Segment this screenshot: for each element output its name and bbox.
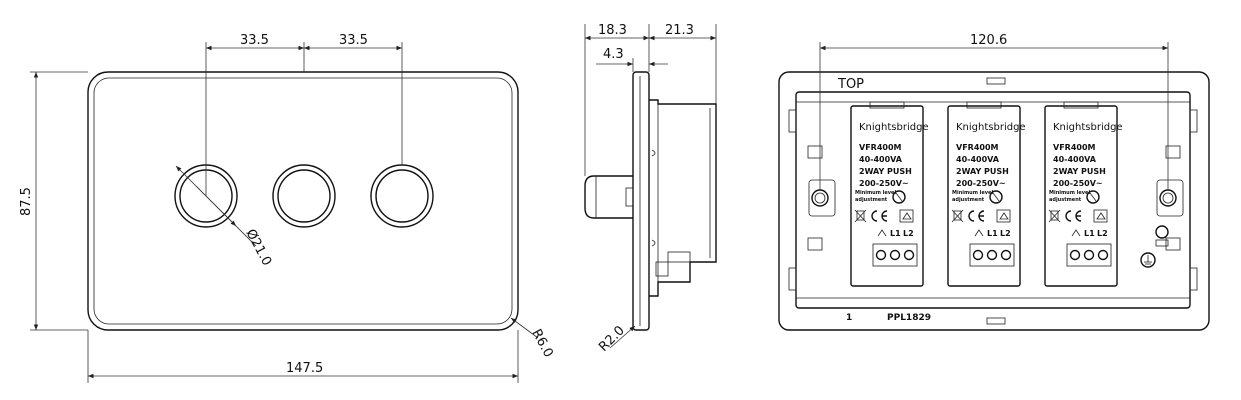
module-2-adjust-line1: Minimum level [952,190,993,196]
module-3-terminal-l1: L1 [1084,229,1095,238]
module-3-warning-icon [1093,209,1108,223]
module-2-adjust-line2: adjustment [952,197,985,203]
module-2-rating: 40-400VA [956,155,1000,164]
side-knob [584,175,633,219]
dim-plate-offset: 4.3 [603,47,624,62]
front-plate-inner [93,77,513,325]
position-number: 1 [846,313,852,323]
module-3-model: VFR400M [1053,143,1096,152]
dim-height: 87.5 [19,187,34,216]
dim-depth-front: 18.3 [598,23,627,38]
front-view: 33.5 33.5 87.5 147.5 Ø21.0 R6.0 [19,33,556,383]
module-3-adjust-pot [1086,190,1100,204]
earth-terminal [1140,225,1169,268]
module-3-bin-icon [1048,209,1061,223]
knob-2 [272,164,336,228]
module-2-adjust-pot [989,190,1003,204]
rear-frame [795,91,1191,309]
dim-fixing-centres: 120.6 [970,33,1007,48]
module-1-bin-icon [854,209,867,223]
rear-view: 120.6 TOP 1 PPL1829 Knightsbridge VFR400… [778,33,1210,331]
dim-pitch-right: 33.5 [339,33,368,48]
module-2-brand: Knightsbridge [956,122,1026,133]
module-1-terminal-l1: L1 [890,229,901,238]
module-3-ce-icon [1065,210,1082,222]
front-plate-outer [87,71,519,331]
module-1-adjust-line1: Minimum level [855,190,896,196]
module-1-voltage: 200-250V~ [859,179,909,188]
module-1-model: VFR400M [859,143,902,152]
side-view: 18.3 21.3 4.3 R2.0 [584,23,717,355]
module-1-warning-icon [899,209,914,223]
module-3-type: 2WAY PUSH [1053,167,1106,176]
module-3-voltage: 200-250V~ [1053,179,1103,188]
module-2-terminal-l1: L1 [987,229,998,238]
module-1-adjust-line2: adjustment [855,197,888,203]
dim-corner-radius: R6.0 [528,327,555,360]
dim-edge-radius: R2.0 [596,323,628,355]
module-1-type: 2WAY PUSH [859,167,912,176]
module-3-adjust-line2: adjustment [1049,197,1082,203]
module-1-terminal-l2: L2 [903,229,914,238]
top-label: TOP [837,77,864,92]
module-3-terminal-l2: L2 [1097,229,1108,238]
module-3-brand: Knightsbridge [1053,122,1123,133]
dim-width: 147.5 [286,361,323,376]
module-3-rating: 40-400VA [1053,155,1097,164]
module-2-ce-icon [968,210,985,222]
module-1-ce-icon [871,210,888,222]
module-2-warning-icon [996,209,1011,223]
module-3-adjust-line1: Minimum level [1049,190,1090,196]
dimmer-module-2: Knightsbridge VFR400M 40-400VA 2WAY PUSH… [947,101,1026,287]
side-back-body [649,99,717,297]
part-code: PPL1829 [887,313,931,323]
side-plate [632,71,650,331]
dim-pitch-left: 33.5 [240,33,269,48]
module-2-type: 2WAY PUSH [956,167,1009,176]
fixing-hole-left [808,179,836,217]
module-1-brand: Knightsbridge [859,122,929,133]
module-1-rating: 40-400VA [859,155,903,164]
knob-3 [370,164,434,228]
rear-plate-outer [778,71,1210,331]
module-2-terminal-l2: L2 [1000,229,1011,238]
fixing-hole-right [1156,179,1184,217]
dim-depth-back: 21.3 [665,23,694,38]
dimmer-module-1: Knightsbridge VFR400M 40-400VA 2WAY PUSH… [850,101,929,287]
module-2-bin-icon [951,209,964,223]
module-1-adjust-pot [892,190,906,204]
module-2-model: VFR400M [956,143,999,152]
module-2-voltage: 200-250V~ [956,179,1006,188]
dimmer-module-3: Knightsbridge VFR400M 40-400VA 2WAY PUSH… [1044,101,1123,287]
dim-knob-diameter: Ø21.0 [242,227,274,269]
